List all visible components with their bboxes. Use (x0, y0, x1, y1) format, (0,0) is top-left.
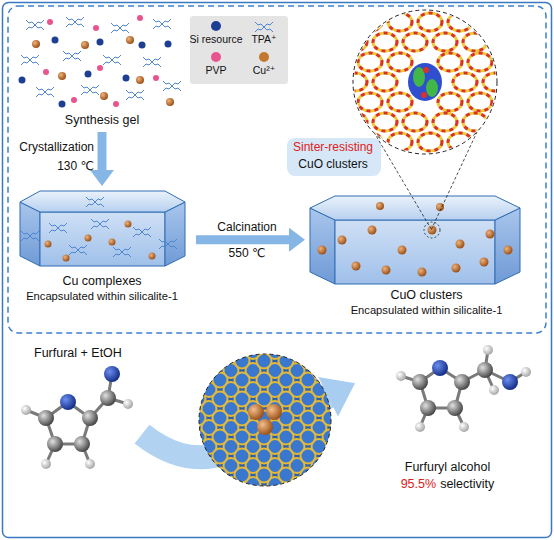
crystal-box: CuO clustersEncapsulated within silicali… (305, 190, 548, 326)
crystal-box: Cu complexesEncapsulated within silicali… (8, 186, 196, 308)
node-text: 95.5% (401, 477, 436, 491)
arrow-shaft (98, 132, 107, 172)
leader-line (431, 132, 477, 229)
node-text: Furfural + EtOH (34, 346, 144, 360)
reactant-molecule: Furfural + EtOH (12, 342, 142, 470)
node-text: CuO clusters (288, 158, 378, 172)
node-text: Encapsulated within silicalite-1 (305, 304, 548, 317)
step-label: 550 ℃ (198, 247, 296, 261)
node-text: Encapsulated within silicalite-1 (8, 290, 196, 303)
legend-swatch (211, 52, 221, 62)
arrow-shaft (196, 235, 291, 244)
zoom-circle: Sinter-resistingCuO clusters (285, 8, 500, 180)
text-line: 95.5% selectivity (355, 477, 540, 491)
node-text: Cu complexes (8, 274, 196, 288)
legend-symbol (253, 21, 275, 33)
node-text: Furfuryl alcohol (355, 460, 540, 474)
legend-item: TPA⁺ (240, 21, 288, 45)
node-text: CuO clusters (305, 288, 548, 302)
gel-illustration: Synthesis gel (18, 12, 186, 132)
leader-line (375, 134, 431, 229)
product-molecule: Furfuryl alcohol 95.5% selectivity (355, 338, 540, 500)
step-label: 130 ℃ (8, 160, 94, 174)
node-text: Synthesis gel (18, 113, 186, 127)
legend-text: Si resource (189, 33, 242, 45)
step-label: Calcination (198, 221, 296, 235)
node-text: selectivity (440, 477, 494, 491)
arrow-head (289, 228, 305, 252)
legend-text: TPA⁺ (251, 33, 276, 45)
legend-text: PVP (205, 64, 226, 76)
legend-text: Cu²⁺ (253, 64, 275, 76)
legend-swatch (211, 21, 221, 31)
step-label: Crystallization (8, 141, 94, 155)
connector (375, 132, 477, 229)
legend-item: Cu²⁺ (240, 52, 288, 76)
legend-swatch (259, 52, 269, 62)
legend-item: Si resource (190, 21, 242, 45)
node-text: Sinter-resisting (288, 141, 378, 155)
legend-item: PVP (190, 52, 242, 76)
